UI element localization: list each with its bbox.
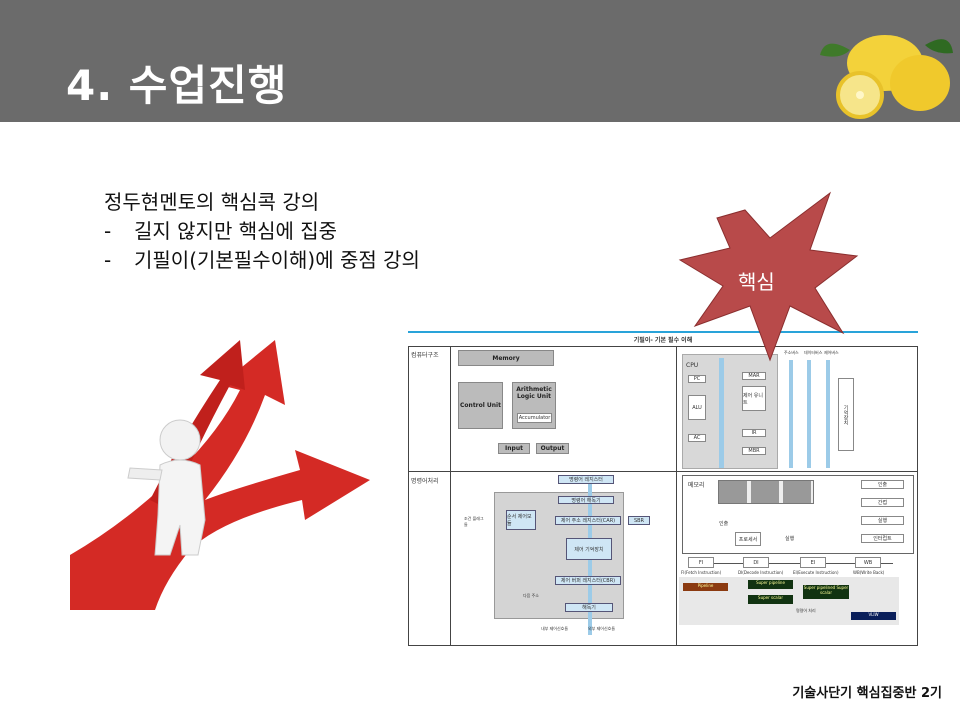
input-box: Input: [498, 443, 530, 454]
bullet-text: 길지 않지만 핵심에 집중: [134, 219, 338, 243]
cbr-box: 제어 버퍼 레지스터(CBR): [555, 576, 621, 585]
bullet-item: -길지 않지만 핵심에 집중: [104, 217, 420, 246]
stage-label: WB(Write Back): [853, 570, 885, 575]
vliw-box: VLIW: [851, 612, 896, 620]
combined-box: Super pipelined Super scalar: [803, 585, 849, 599]
execute-label: 실행: [785, 536, 795, 542]
fetch-label: 인출: [719, 521, 729, 527]
alu-unit: ALU: [688, 395, 706, 420]
stage-box: EI: [800, 557, 826, 568]
bullet-dash: -: [104, 219, 112, 243]
divider: [450, 346, 451, 646]
cpu-label: CPU: [686, 362, 699, 369]
output-label: 외부 제어신호들: [588, 626, 616, 631]
bus-label: 주소버스: [784, 350, 799, 355]
divider: [676, 346, 677, 646]
stage-label: FI(Fetch Instruction): [681, 570, 722, 575]
bullet-dash: -: [104, 248, 112, 272]
control-unit-box: Control Unit: [458, 382, 503, 429]
bullet-text: 기필이(기본필수이해)에 중점 강의: [134, 248, 420, 272]
cycle-step: 실행: [861, 516, 904, 525]
stage-box: WB: [855, 557, 881, 568]
mar-register: MAR: [742, 372, 766, 380]
internal-bus: [719, 358, 724, 468]
note-label: 명령어 처리: [796, 608, 816, 613]
diagram-table: [408, 346, 918, 646]
stage-label: DI(Decode Instruction): [738, 570, 784, 575]
bullet-list: 정두현멘토의 핵심콕 강의 -길지 않지만 핵심에 집중 -기필이(기본필수이해…: [104, 188, 420, 275]
bus-label: 데이터버스: [804, 350, 823, 355]
row-label: 컴퓨터구조: [411, 352, 439, 359]
decoder-box: 해독기: [565, 603, 613, 612]
bullet-text: 정두현멘토의 핵심콕 강의: [104, 190, 320, 214]
ir-register: IR: [742, 429, 766, 437]
processor-box: 프로세서: [735, 532, 761, 546]
cycle-step: 인출: [861, 480, 904, 489]
divider: [408, 331, 918, 333]
slide-title: 4. 수업진행: [66, 61, 288, 110]
memory-device: 기억장치: [838, 378, 854, 451]
lemon-image: [820, 35, 953, 119]
title-banner: [0, 0, 960, 122]
super-scalar-box: Super scalar: [748, 595, 793, 604]
cycle-step: 인터럽트: [861, 534, 904, 543]
super-pipeline-box: Super pipeline: [748, 580, 793, 589]
stage-box: DI: [743, 557, 769, 568]
instruction-cycle-panel: [682, 475, 914, 554]
control-bus: [826, 360, 830, 468]
control-unit-box: 제어 유니트: [742, 386, 766, 411]
cycle-step: 간접: [861, 498, 904, 507]
control-memory-box: 제어 기억장치: [566, 538, 612, 560]
crossroads-figure-illustration: [70, 340, 370, 610]
decoder-box: 명령어 해독기: [558, 496, 614, 504]
starburst-shape: [678, 191, 859, 362]
memory-label: 메모리: [688, 482, 705, 489]
sequencer-box: 순서 제어모듈: [506, 510, 536, 530]
address-bus: [789, 360, 793, 468]
divider: [408, 471, 918, 472]
data-bus: [807, 360, 811, 468]
pipeline-box: Pipeline: [683, 583, 728, 591]
footer-text: 기술사단기 핵심집중반 2기: [792, 686, 942, 701]
ac-register: AC: [688, 434, 706, 442]
output-label: 내부 제어신호들: [541, 626, 569, 631]
car-box: 제어 주소 레지스터(CAR): [555, 516, 621, 525]
starburst-label: 핵심: [738, 270, 775, 294]
next-address-label: 다음 주소: [523, 593, 539, 598]
sbr-box: SBR: [628, 516, 650, 525]
mbr-register: MBR: [742, 447, 766, 455]
bus-label: 제어버스: [824, 350, 839, 355]
pc-register: PC: [688, 375, 706, 383]
bullet-item: 정두현멘토의 핵심콕 강의: [104, 188, 420, 217]
diagram-header: 기필이- 기본 필수 이해: [633, 337, 693, 344]
architecture-diagram: 기필이- 기본 필수 이해 컴퓨터구조 명령어처리 Memory Control…: [408, 330, 918, 646]
stage-label: EI(Execute Instruction): [793, 570, 839, 575]
divider: [693, 563, 893, 564]
row-label: 명령어처리: [411, 478, 439, 485]
output-box: Output: [536, 443, 569, 454]
instruction-register: 명령어 레지스터: [558, 475, 614, 484]
accumulator-box: Accumulator: [517, 413, 552, 423]
memory-box: Memory: [458, 350, 554, 366]
memory-modules: [718, 480, 814, 504]
stage-box: FI: [688, 557, 714, 568]
bullet-item: -기필이(기본필수이해)에 중점 강의: [104, 246, 420, 275]
condition-flags-label: 조건 플래그들: [464, 516, 484, 527]
